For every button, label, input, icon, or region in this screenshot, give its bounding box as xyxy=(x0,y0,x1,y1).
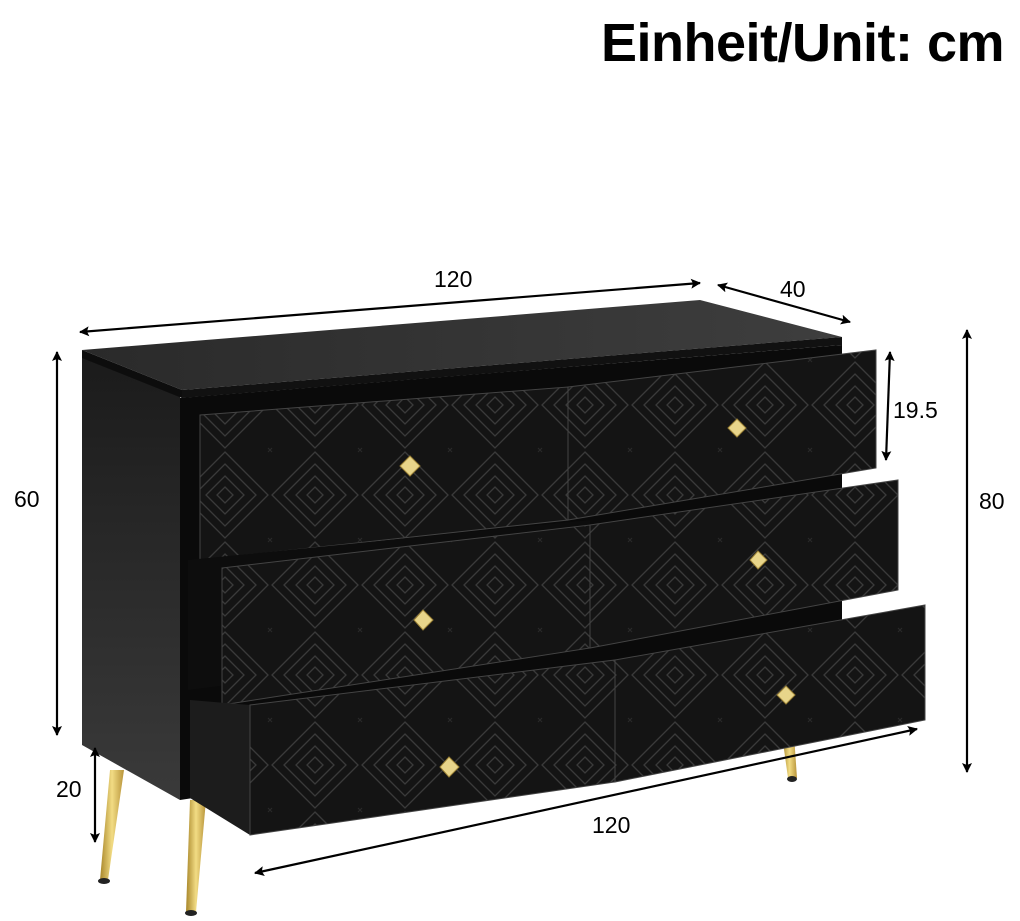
cabinet-side xyxy=(82,357,180,800)
width-front-label: 120 xyxy=(592,812,631,838)
unit-title: Einheit/Unit: cm xyxy=(600,13,1005,73)
drawer-height-arrow xyxy=(881,351,895,461)
depth-label: 40 xyxy=(780,276,806,302)
dimension-lines xyxy=(52,278,972,876)
drawer-row-2 xyxy=(188,479,899,706)
body-height-label: 60 xyxy=(14,486,40,512)
leg-height-label: 20 xyxy=(56,776,82,802)
drawer-row-1 xyxy=(199,349,877,561)
width-top-arrow xyxy=(79,278,701,337)
depth-arrow xyxy=(717,282,851,325)
width-top-label: 120 xyxy=(434,266,473,292)
total-height-label: 80 xyxy=(979,488,1005,514)
drawer-height-label: 19.5 xyxy=(893,397,938,423)
width-front-arrow xyxy=(254,726,918,876)
